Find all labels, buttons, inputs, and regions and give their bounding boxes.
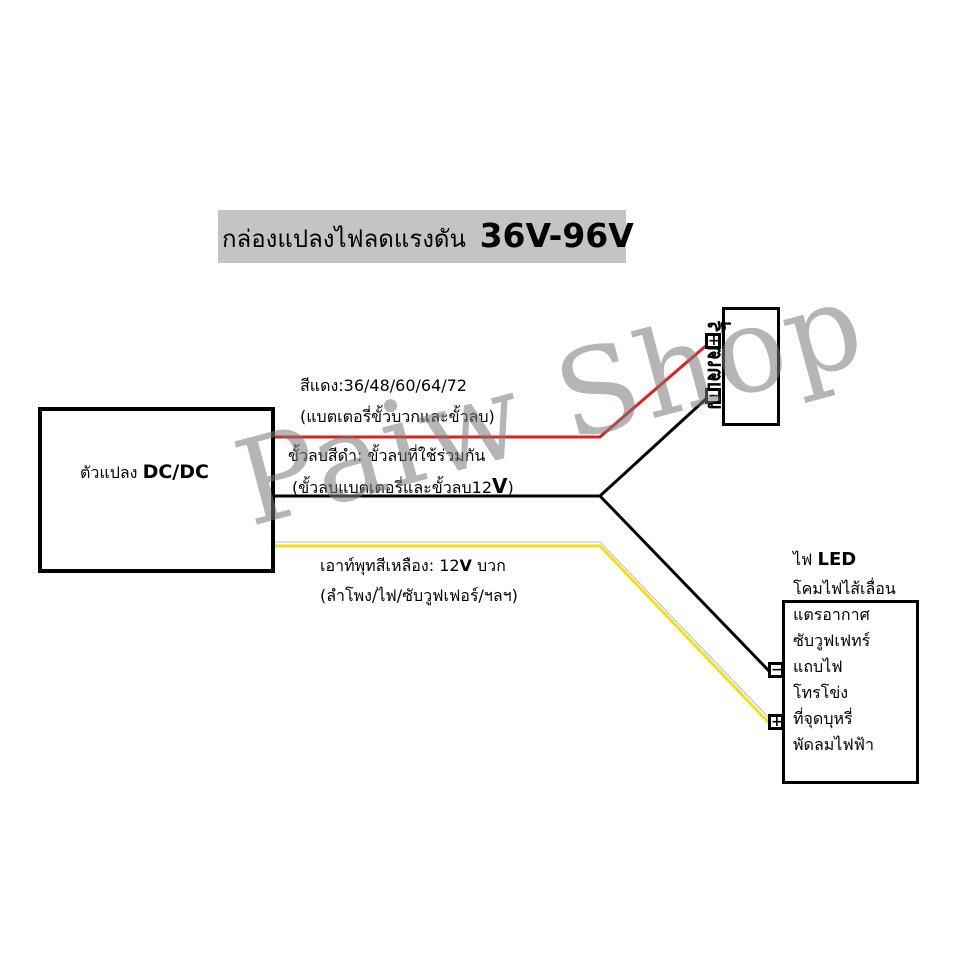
yellow-wire-outline <box>272 541 773 722</box>
dc-dc-converter-box: ตัวแปลง DC/DC <box>38 407 275 573</box>
converter-label: ตัวแปลง DC/DC <box>80 461 209 483</box>
yellow-wire-label-v: V <box>459 556 472 575</box>
battery-plus-terminal: + <box>705 333 721 349</box>
diagram-title: กล่องแปลงไฟลดแรงดัน 36V-96V <box>222 214 634 261</box>
converter-model: DC/DC <box>142 461 209 483</box>
load-item: แตรอากาศ <box>793 605 870 624</box>
yellow-wire-sublabel: (ลำโพง/ไฟ/ซับวูฟเฟอร์/ฯลฯ) <box>320 586 518 605</box>
black-wire-to-battery <box>598 395 710 498</box>
black-wire-sublabel-close: ) <box>507 478 514 497</box>
load-heading-prefix: ไฟ <box>793 550 813 569</box>
battery-box: แบตเตอรี่ <box>702 307 780 426</box>
battery-minus-terminal: − <box>705 388 721 404</box>
load-heading-led: LED <box>817 549 857 570</box>
load-item: พัดลมไฟฟ้า <box>793 735 874 754</box>
load-heading: ไฟ LED <box>793 548 856 573</box>
title-background <box>218 210 626 263</box>
red-wire <box>272 342 709 439</box>
yellow-wire-label: เอาท์พุทสีเหลือง: 12V บวก <box>320 556 506 576</box>
load-plus-terminal: + <box>768 714 784 730</box>
load-item: โคมไฟไส้เลื่อน <box>793 579 896 598</box>
load-item: แถบไฟ <box>793 657 843 676</box>
title-voltage-range: 36V-96V <box>479 216 634 255</box>
yellow-wire-label-suffix: บวก <box>471 556 506 575</box>
black-wire-to-load <box>598 494 772 674</box>
converter-prefix: ตัวแปลง <box>80 463 138 482</box>
red-wire-sublabel: (แบตเตอรี่ขั้วบวกและขั้วลบ) <box>300 407 495 426</box>
load-items-list: โคมไฟไส้เลื่อน แตรอากาศ ซับวูฟเฟทร์ แถบไ… <box>793 576 896 758</box>
load-item: ซับวูฟเฟทร์ <box>793 631 871 650</box>
black-wire-label: ขั้วลบสีดำ: ขั้วลบที่ใช้ร่วมกัน <box>288 446 486 465</box>
load-item: ที่จุดบุหรี่ <box>793 709 853 728</box>
red-wire-label: สีแดง:36/48/60/64/72 <box>300 376 468 395</box>
load-box <box>782 600 919 784</box>
black-wire-sublabel-text: (ขั้วลบแบตเตอรี่และขั้วลบ12 <box>292 478 492 497</box>
load-item: โทรโข่ง <box>793 683 849 702</box>
black-wire-sublabel: (ขั้วลบแบตเตอรี่และขั้วลบ12V) <box>292 476 514 498</box>
black-wire-sublabel-v: V <box>492 474 508 498</box>
yellow-wire <box>272 544 772 726</box>
yellow-wire-label-text: เอาท์พุทสีเหลือง: 12 <box>320 556 460 575</box>
load-minus-terminal: − <box>768 662 784 678</box>
title-text: กล่องแปลงไฟลดแรงดัน <box>222 225 466 253</box>
